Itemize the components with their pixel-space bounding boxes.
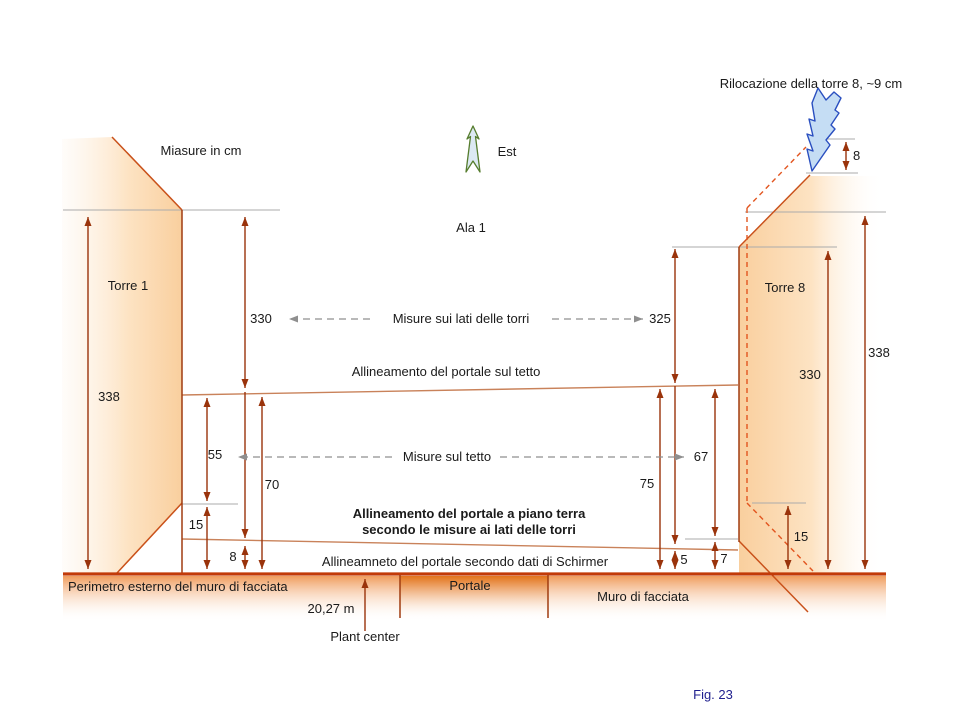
tower-vertical-edges — [181, 210, 740, 573]
dim-left-55: 55 — [208, 447, 222, 462]
compass-label: Est — [498, 144, 517, 159]
torre8-label: Torre 8 — [765, 280, 805, 295]
span-value: 20,27 m — [308, 601, 355, 616]
portal-label: Portale — [449, 578, 490, 593]
plant-center-label: Plant center — [330, 629, 400, 644]
label-pointer-arrows — [238, 315, 684, 461]
dimension-arrows — [84, 142, 869, 569]
torre1-body — [62, 137, 182, 573]
dim-right-325: 325 — [649, 311, 671, 326]
dim-right-75: 75 — [640, 476, 654, 491]
wing-label: Ala 1 — [456, 220, 486, 235]
roof-alignment-label: Allineamento del portale sul tetto — [352, 364, 541, 379]
dim-right-15: 15 — [794, 529, 808, 544]
wall-label: Muro di facciata — [597, 589, 690, 604]
units-note: Miasure in cm — [161, 143, 242, 158]
dim-top-offset-8: 8 — [853, 148, 860, 163]
dim-left-338: 338 — [98, 389, 120, 404]
torre8-body — [739, 176, 884, 573]
relocation-arrow-icon — [806, 87, 842, 172]
ground-alignment-line — [181, 538, 739, 551]
dim-right-5: 5 — [680, 552, 687, 567]
ground-alignment-label-line2: secondo le misure ai lati delle torri — [362, 522, 576, 537]
dim-right-338: 338 — [868, 345, 890, 360]
relocation-note: Rilocazione della torre 8, ~9 cm — [720, 76, 902, 91]
dim-right-67: 67 — [694, 449, 708, 464]
torre8-previous-outline — [746, 146, 814, 572]
portal-edges — [399, 575, 549, 618]
dim-right-330: 330 — [799, 367, 821, 382]
sides-row-label: Misure sui lati delle torri — [393, 311, 530, 326]
dim-left-8: 8 — [229, 549, 236, 564]
roof-row-label: Misure sul tetto — [403, 449, 491, 464]
ground-alignment-label-line1: Allineamento del portale a piano terra — [353, 506, 586, 521]
est-compass-icon — [465, 125, 481, 173]
schirmer-alignment-label: Allineamneto del portale secondo dati di… — [322, 554, 609, 569]
tower-edges — [111, 136, 811, 613]
dim-left-330: 330 — [250, 311, 272, 326]
portal-strip — [400, 576, 548, 617]
torre1-label: Torre 1 — [108, 278, 148, 293]
dim-left-15: 15 — [189, 517, 203, 532]
dim-left-70: 70 — [265, 477, 279, 492]
alignment-lines — [181, 384, 739, 551]
dim-right-7: 7 — [720, 551, 727, 566]
roof-alignment-line — [181, 384, 739, 396]
figure-caption: Fig. 23 — [693, 687, 733, 702]
perimeter-label: Perimetro esterno del muro di facciata — [68, 579, 288, 594]
